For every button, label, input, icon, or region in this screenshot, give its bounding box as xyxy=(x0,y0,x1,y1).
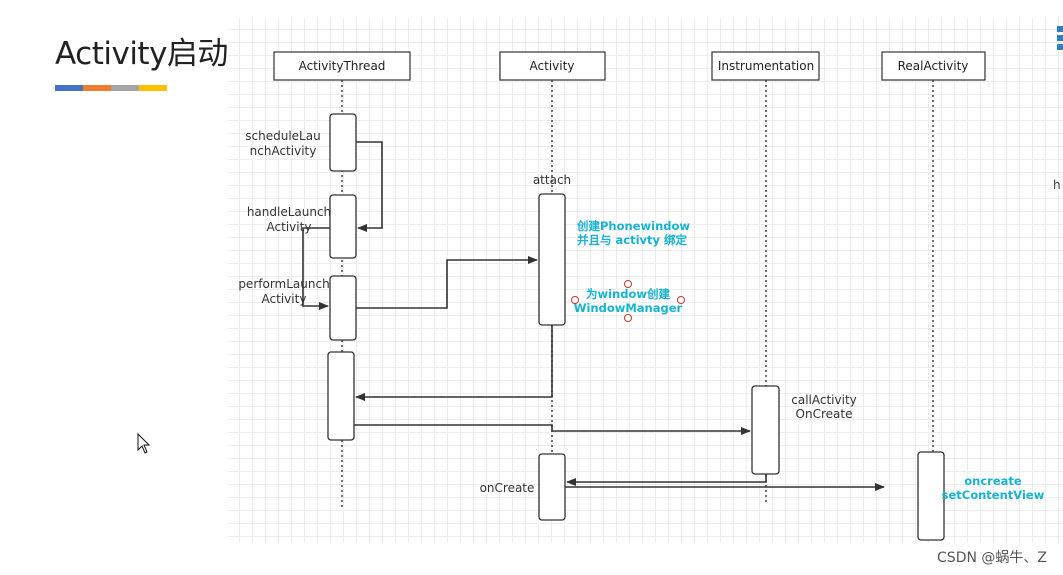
participant-box-activity[interactable] xyxy=(499,51,606,81)
slide-title: Activity启动 xyxy=(55,36,228,72)
mouse-cursor-icon xyxy=(137,432,151,454)
accent-bar-yellow xyxy=(139,85,167,91)
activation-thread-return[interactable] xyxy=(327,351,355,441)
activation-perform-launch[interactable] xyxy=(329,275,357,341)
selection-handle-left[interactable] xyxy=(571,296,579,304)
note-oncreate-line1: oncreate xyxy=(964,474,1022,488)
self-message-schedule-to-handle xyxy=(356,141,383,232)
label-perform-launch-line1: performLaunch xyxy=(238,277,329,291)
label-schedule-launch-line1: scheduleLau xyxy=(245,129,320,143)
message-call-instrumentation xyxy=(354,424,751,435)
message-attach xyxy=(356,256,538,309)
activation-instrumentation[interactable] xyxy=(751,385,780,475)
activation-realactivity[interactable] xyxy=(917,451,945,541)
activation-handle-launch[interactable] xyxy=(329,194,357,259)
activation-schedule-launch[interactable] xyxy=(329,113,357,172)
self-message-handle-to-perform xyxy=(302,227,330,310)
participant-box-instrumentation[interactable] xyxy=(711,51,820,81)
participant-box-activitythread[interactable] xyxy=(273,51,411,81)
participant-box-realactivity[interactable] xyxy=(881,51,986,81)
message-attach-return xyxy=(355,325,553,401)
watermark: CSDN @蜗牛、Z xyxy=(937,550,1047,566)
label-perform-launch-line2: Activity xyxy=(262,292,307,306)
message-instrumentation-oncreate xyxy=(566,474,767,486)
participant-activity: Activity xyxy=(530,59,575,73)
activation-attach[interactable] xyxy=(538,193,566,326)
label-handle-launch-line2: Activity xyxy=(267,220,312,234)
note-oncreate-line2: setContentView xyxy=(942,488,1045,502)
activation-oncreate[interactable] xyxy=(538,453,566,521)
accent-bar-gray xyxy=(111,85,139,91)
note-window-manager-line2: WindowManager xyxy=(574,301,683,315)
label-handle-launch-line1: handleLaunch xyxy=(247,205,331,219)
label-call-activity-line2: OnCreate xyxy=(796,407,853,421)
clipped-edge-text: h xyxy=(1053,178,1061,192)
note-phonewindow-line2: 并且与 activty 绑定 xyxy=(577,233,688,247)
selection-handle-right[interactable] xyxy=(677,296,685,304)
selection-handle-bottom[interactable] xyxy=(624,314,632,322)
note-phonewindow-line1: 创建Phonewindow xyxy=(576,219,690,233)
label-schedule-launch-line2: nchActivity xyxy=(250,144,317,158)
label-oncreate: onCreate xyxy=(480,481,535,495)
note-window-manager-line1: 为window创建 xyxy=(586,287,671,301)
selection-handle-top[interactable] xyxy=(624,280,632,288)
accent-bar-blue xyxy=(55,85,83,91)
app-logo-icon xyxy=(1057,26,1063,58)
participant-activitythread: ActivityThread xyxy=(299,59,386,73)
participant-realactivity: RealActivity xyxy=(898,59,969,73)
label-call-activity-line1: callActivity xyxy=(791,393,857,407)
label-attach: attach xyxy=(533,173,571,187)
participant-instrumentation: Instrumentation xyxy=(718,59,814,73)
accent-bar-orange xyxy=(83,85,111,91)
